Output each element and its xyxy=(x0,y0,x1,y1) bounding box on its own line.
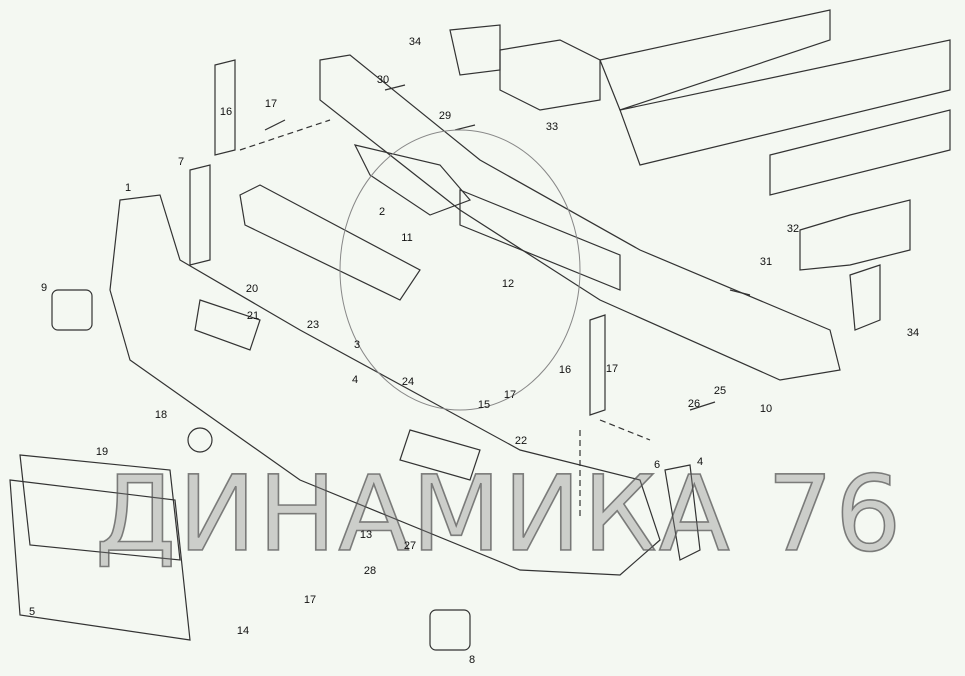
callout-label-27: 27 xyxy=(403,540,417,552)
callout-label-26: 26 xyxy=(687,398,701,410)
bolt-25 xyxy=(689,401,716,411)
callout-label-1: 1 xyxy=(124,182,132,194)
watermark-ring xyxy=(339,129,581,411)
callout-label-19: 19 xyxy=(95,446,109,458)
callout-label-32: 32 xyxy=(786,223,800,235)
bracket-6 xyxy=(664,464,701,561)
callout-label-25: 25 xyxy=(713,385,727,397)
frame-rail-lower xyxy=(769,109,951,196)
bracket-32 xyxy=(799,199,911,271)
frame-rail-top xyxy=(599,9,831,111)
callout-label-28: 28 xyxy=(363,565,377,577)
callout-label-9: 9 xyxy=(40,282,48,294)
callout-label-16: 16 xyxy=(558,364,572,376)
bolt-31 xyxy=(729,289,751,296)
bumper-beam-10 xyxy=(319,54,841,381)
bolt-17 xyxy=(264,119,286,131)
cap-9 xyxy=(51,289,93,331)
callout-label-4: 4 xyxy=(696,456,704,468)
callout-label-17: 17 xyxy=(503,389,517,401)
callout-label-4: 4 xyxy=(351,374,359,386)
callout-label-33: 33 xyxy=(545,121,559,133)
callout-label-17: 17 xyxy=(605,363,619,375)
callout-label-8: 8 xyxy=(468,654,476,666)
callout-label-22: 22 xyxy=(514,435,528,447)
callout-label-31: 31 xyxy=(759,256,773,268)
bracket-33 xyxy=(499,39,601,111)
callout-label-15: 15 xyxy=(477,399,491,411)
bracket-11 xyxy=(353,144,472,216)
callout-label-14: 14 xyxy=(236,625,250,637)
bolt-29 xyxy=(454,124,476,131)
callout-label-5: 5 xyxy=(28,606,36,618)
callout-label-7: 7 xyxy=(177,156,185,168)
frame-rail-right xyxy=(619,39,951,166)
callout-label-34: 34 xyxy=(906,327,920,339)
callout-label-3: 3 xyxy=(353,339,361,351)
callout-label-17: 17 xyxy=(303,594,317,606)
bracket-16-right xyxy=(589,314,606,416)
callout-label-18: 18 xyxy=(154,409,168,421)
bracket-34-right xyxy=(849,264,881,331)
cap-8 xyxy=(429,609,471,651)
bumper-1 xyxy=(109,194,661,576)
callout-label-21: 21 xyxy=(246,310,260,322)
bracket-16-left xyxy=(214,59,236,156)
callout-label-29: 29 xyxy=(438,110,452,122)
bracket-12 xyxy=(459,189,621,291)
bushing-18 xyxy=(187,427,213,453)
bracket-7 xyxy=(189,164,211,266)
callout-label-16: 16 xyxy=(219,106,233,118)
frame-5 xyxy=(9,479,191,641)
callout-label-12: 12 xyxy=(501,278,515,290)
step-pad-2 xyxy=(239,184,421,301)
bracket-34-top xyxy=(449,24,501,76)
step-pad-lower xyxy=(194,299,261,351)
callout-label-30: 30 xyxy=(376,74,390,86)
grille-19 xyxy=(19,454,181,561)
callout-label-2: 2 xyxy=(378,206,386,218)
callout-label-34: 34 xyxy=(408,36,422,48)
step-pad-right xyxy=(399,429,481,481)
callout-label-20: 20 xyxy=(245,283,259,295)
callout-label-24: 24 xyxy=(401,376,415,388)
callout-label-10: 10 xyxy=(759,403,773,415)
callout-label-23: 23 xyxy=(306,319,320,331)
callout-label-6: 6 xyxy=(653,459,661,471)
bolt-30 xyxy=(384,84,406,91)
callout-label-11: 11 xyxy=(401,232,413,244)
callout-label-17: 17 xyxy=(264,98,278,110)
watermark: ДИНАМИКА 76 xyxy=(94,453,904,575)
callout-label-13: 13 xyxy=(359,529,373,541)
leader-lines xyxy=(239,119,651,520)
